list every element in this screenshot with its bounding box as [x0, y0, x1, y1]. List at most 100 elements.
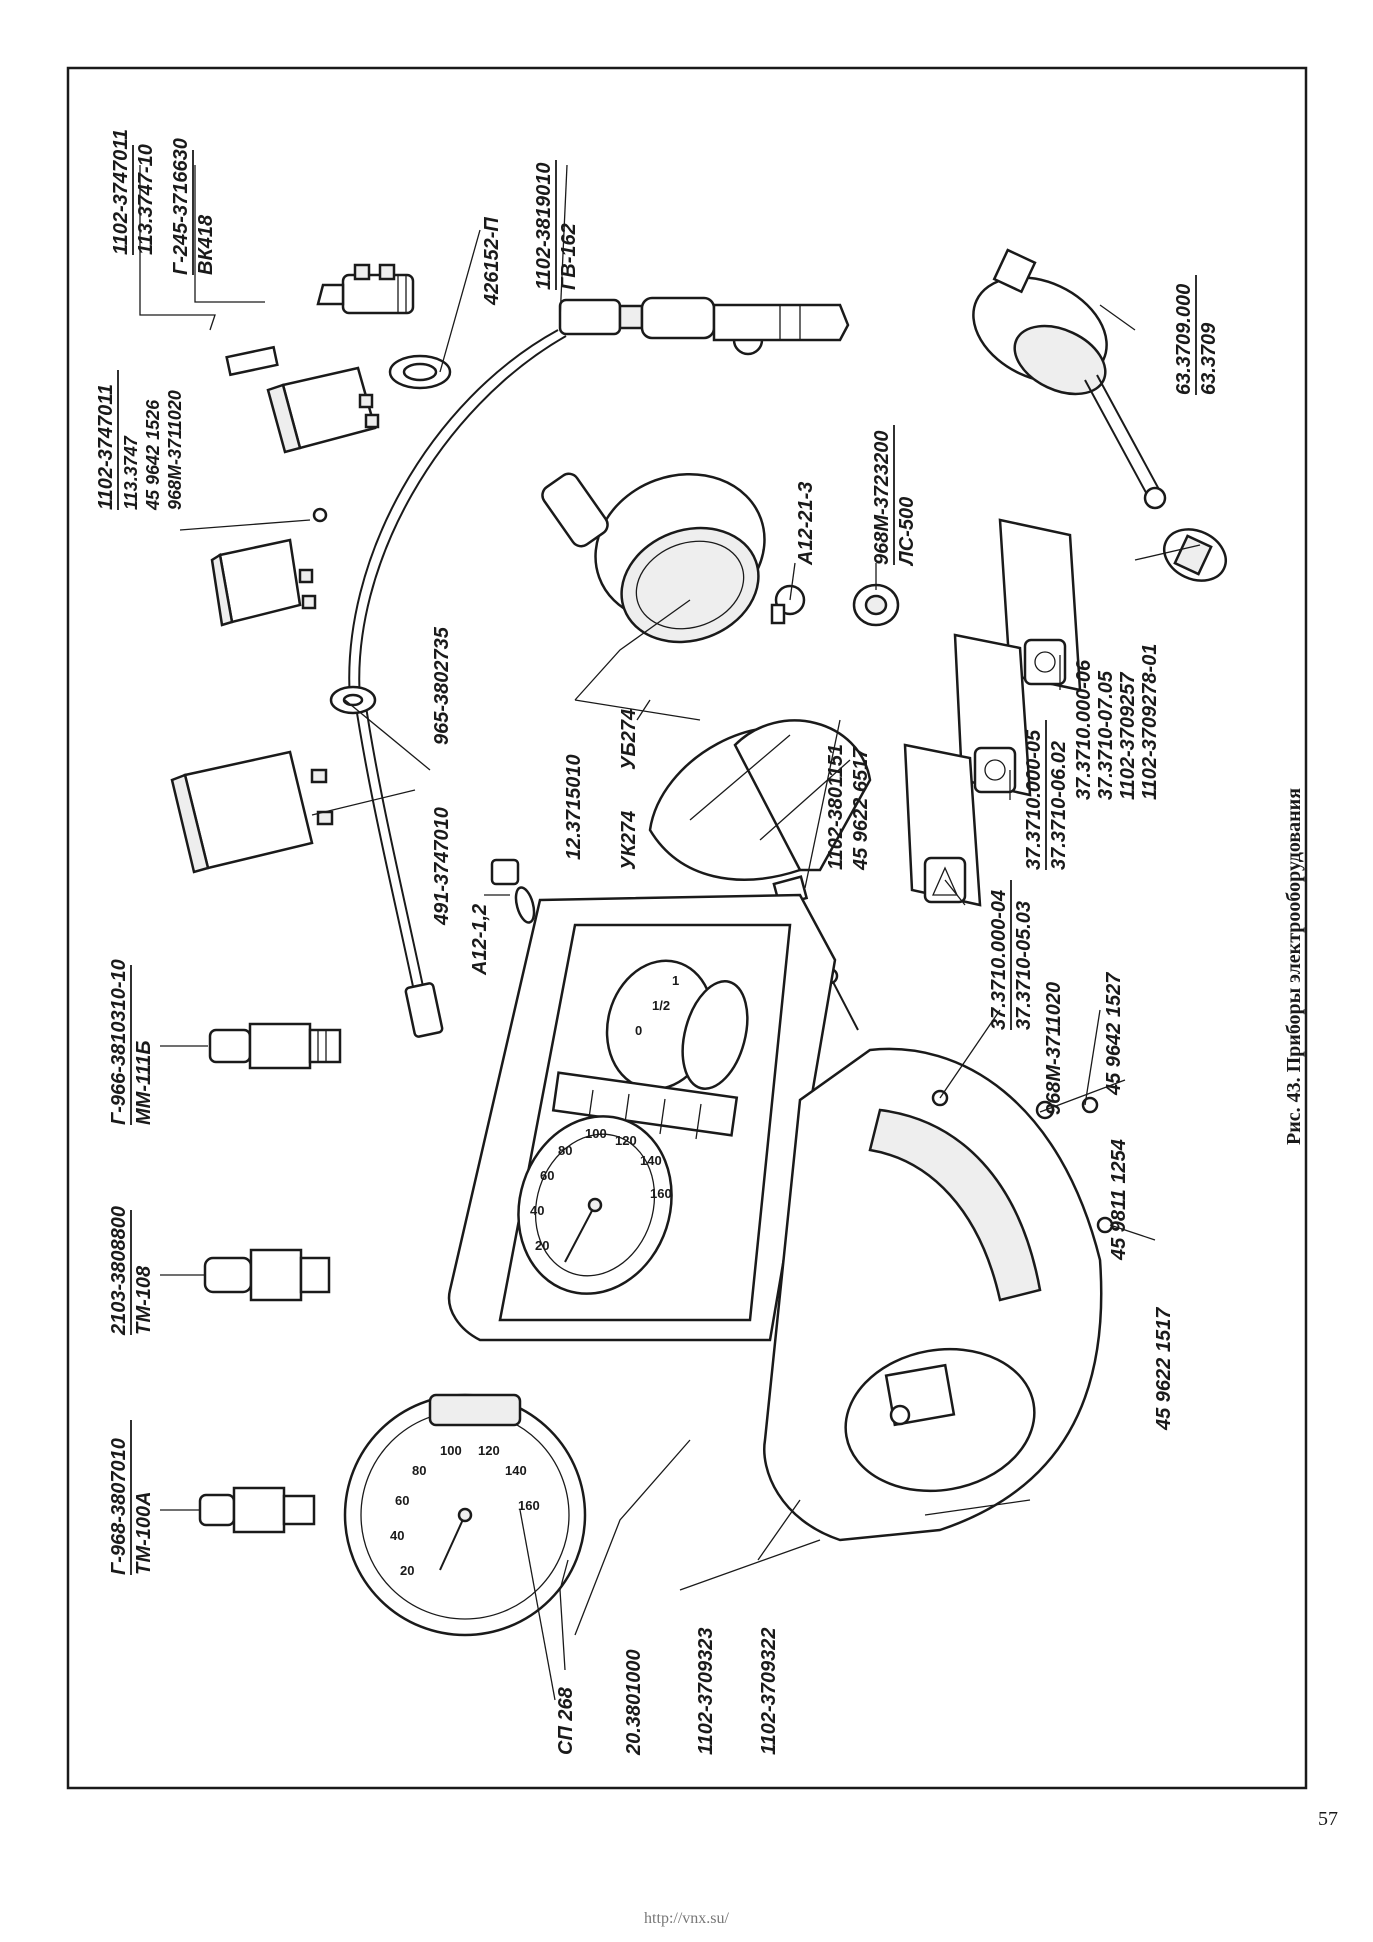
relay-a-model: 113.3747-10	[135, 144, 157, 255]
switch-3-model: 37.3710-05.03	[1013, 901, 1035, 1030]
label-switch-mid: 37.3710.000-05 37.3710-06.02	[1023, 720, 1070, 870]
ignition-switch-part-number: 63.3709.000	[1173, 284, 1195, 395]
page-number: 57	[1318, 1808, 1338, 1830]
sensor-tm100a-model: ТМ-100А	[133, 1491, 155, 1575]
cluster-tick-80: 80	[558, 1143, 572, 1158]
label-sensor-tm100a: Г-968-3807010 ТМ-100А	[108, 1420, 155, 1575]
switch-1-model: 37.3710-07.05	[1095, 670, 1117, 800]
lamp-small-part-number: А12-1,2	[469, 904, 491, 976]
rocker-switch-2	[953, 633, 1032, 797]
switch-1-key: 1102-3709257	[1117, 672, 1139, 800]
label-relay-b: 1102-3747011 113.3747 45 9642 1526 968М-…	[95, 370, 185, 511]
washer-ring	[388, 354, 452, 390]
switch-2-model: 37.3710-06.02	[1048, 741, 1070, 870]
speedometer-drive	[558, 296, 850, 356]
label-switch-vk418: Г-245-3716630 ВК418	[170, 138, 217, 275]
label-screw-lower: 45 9622 1517	[1153, 1307, 1175, 1431]
ignition-switch-model: 63.3709	[1198, 322, 1220, 395]
lamp-holder-ls500	[852, 583, 900, 627]
label-round-speedo: 12.3715010	[563, 754, 585, 860]
figure-caption: Рис. 43. Приборы электрооборудования	[1283, 788, 1305, 1145]
label-screw-right: 45 9642 1527	[1103, 972, 1125, 1096]
switch-1-part-number: 37.3710.000-06	[1073, 659, 1095, 800]
relay-upper	[225, 345, 380, 523]
switch-vk418-part-number: Г-245-3716630	[170, 138, 192, 275]
label-drive: 1102-3819010 ГВ-162	[533, 160, 580, 290]
label-gauges: УК274 УБ274	[618, 709, 640, 870]
figure-caption-group: Рис. 43. Приборы электрооборудования	[1283, 788, 1305, 1145]
label-switch-block: 37.3710.000-06 37.3710-07.05 1102-370925…	[1073, 644, 1161, 800]
label-sp268: СП 268	[555, 1686, 577, 1755]
brake-light-switch	[316, 263, 415, 315]
speedometer-sp268: 20 40 60 80 100 120 140 160	[343, 1393, 587, 1637]
oil-pressure-sensor-mm111b	[208, 1022, 342, 1070]
screw-upper-part-number: 1102-3801151	[825, 744, 847, 870]
flasher-part-number: 491-3747010	[431, 807, 453, 926]
sp-tick-40: 40	[390, 1528, 404, 1543]
screw-right-standard: 45 9642 1527	[1103, 972, 1125, 1096]
lamp-holder-part-number: 968М-3723200	[871, 430, 893, 565]
diagram-frame	[66, 66, 1308, 1790]
switch-vk418-model: ВК418	[195, 214, 217, 275]
cluster-tick-160: 160	[650, 1186, 672, 1201]
indicator-lamp-small	[490, 858, 536, 924]
label-relay-a: 1102-3747011 113.3747-10	[110, 129, 157, 255]
switch-2-key: 1102-3709278-01	[1139, 644, 1161, 800]
relay-a-part-number: 1102-3747011	[110, 129, 132, 255]
relay-lower	[210, 538, 317, 627]
sp-tick-80: 80	[412, 1463, 426, 1478]
cover-lower-part-number: 1102-3709322	[758, 1627, 780, 1755]
label-sensor-tm108: 2103-3808800 ТМ-108	[108, 1206, 155, 1336]
label-ignition-switch: 63.3709.000 63.3709	[1173, 275, 1220, 395]
temp-sensor-tm108	[203, 1248, 331, 1302]
cluster-tick-120: 120	[615, 1133, 637, 1148]
label-washer-right: 45 9811 1254	[1108, 1139, 1130, 1261]
sensor-oil-model: ММ-111Б	[133, 1040, 155, 1125]
sensor-oil-part-number: Г-966-3810310-10	[108, 959, 130, 1125]
label-bracket: 968М-3711020	[1043, 982, 1065, 1115]
gauge-mark-0: 0	[635, 1023, 642, 1038]
ignition-switch	[972, 248, 1227, 582]
label-bulb-a12: А12-21-3	[795, 482, 817, 566]
rocker-switch-3	[903, 743, 982, 907]
cluster-cover	[763, 1047, 1103, 1542]
sensor-tm108-part-number: 2103-3808800	[108, 1206, 130, 1336]
label-lamp-holder: 968М-3723200 ЛС-500	[871, 425, 918, 567]
label-cluster: 20.3801000	[623, 1649, 645, 1756]
relay-b-screw: 45 9642 1526	[143, 399, 163, 511]
label-flasher: 491-3747010	[431, 807, 453, 926]
gauge-mark-1: 1	[672, 973, 679, 988]
screw-upper-standard: 45 9622 6517	[850, 747, 872, 871]
drive-model: ГВ-162	[558, 223, 580, 290]
label-switch-low: 37.3710.000-04 37.3710-05.03	[988, 880, 1035, 1030]
label-washer: 426152-П	[481, 217, 503, 306]
cable-part-number: 965-3802735	[431, 626, 453, 745]
sp-tick-20: 20	[400, 1563, 414, 1578]
round-speedometer-module	[541, 472, 766, 644]
label-cover-upper: 1102-3709323	[695, 1627, 717, 1755]
temp-sensor-tm100a	[198, 1486, 316, 1534]
label-cover-lower: 1102-3709322	[758, 1627, 780, 1755]
gauges-model-uk: УК274	[618, 811, 640, 870]
washer-right-standard: 45 9811 1254	[1108, 1139, 1130, 1261]
gauge-mark-half: 1/2	[652, 998, 670, 1013]
sensor-tm100a-part-number: Г-968-3807010	[108, 1438, 130, 1575]
cluster-speedo-scale: 20 40 60 80 100 120 140 160	[530, 1126, 672, 1253]
label-lamp-small: А12-1,2	[469, 904, 491, 976]
cluster-tick-40: 40	[530, 1203, 544, 1218]
sp268-model: СП 268	[555, 1686, 577, 1755]
label-screw-upper: 1102-3801151 45 9622 6517	[825, 744, 872, 871]
sp-tick-140: 140	[505, 1463, 527, 1478]
relay-b-part-number: 1102-3747011	[95, 384, 117, 510]
cover-upper-part-number: 1102-3709323	[695, 1627, 717, 1755]
round-speedo-part-number: 12.3715010	[563, 754, 585, 860]
gauges-model-ub: УБ274	[618, 709, 640, 770]
bulb-a12-model: А12-21-3	[795, 482, 817, 566]
lamp-holder-model: ЛС-500	[896, 497, 918, 567]
cluster-tick-100: 100	[585, 1126, 607, 1141]
label-cable: 965-3802735	[431, 626, 453, 745]
sensor-tm108-model: ТМ-108	[133, 1265, 155, 1335]
sp-tick-60: 60	[395, 1493, 409, 1508]
bulb-a12-21	[770, 584, 806, 625]
